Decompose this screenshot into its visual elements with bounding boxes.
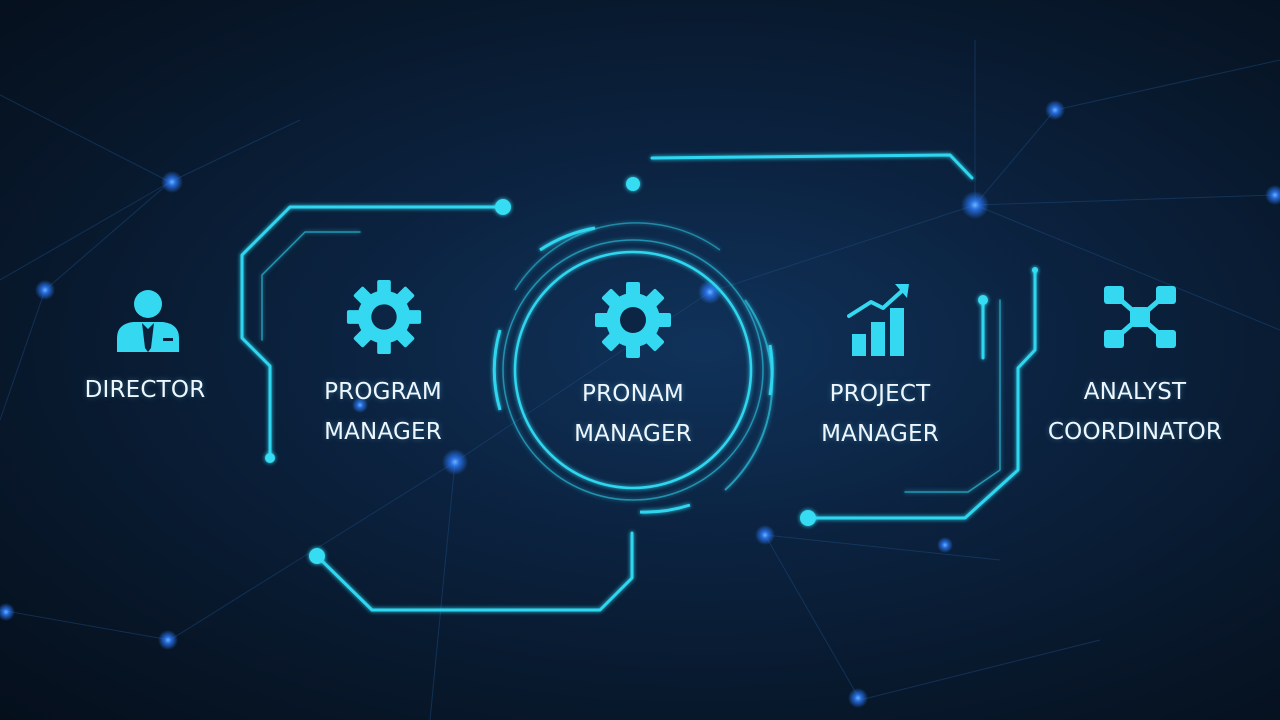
role-label-line: ANALYST bbox=[1083, 379, 1187, 405]
connector-lines bbox=[240, 153, 1037, 612]
role-node-analyst-coordinator: ANALYST COORDINATOR bbox=[1030, 372, 1240, 452]
central-rings bbox=[492, 222, 774, 514]
role-node-project-manager: PROJECT MANAGER bbox=[790, 374, 970, 454]
role-label-line: PROJECT bbox=[829, 381, 931, 407]
background-glow-dots bbox=[0, 100, 1280, 708]
role-label-line: PRONAM bbox=[582, 381, 684, 407]
connector-endpoints bbox=[265, 177, 1038, 564]
role-label-line: MANAGER bbox=[821, 421, 939, 447]
role-node-pronam-manager: PRONAM MANAGER bbox=[545, 374, 721, 454]
gear-icon bbox=[593, 280, 673, 360]
bar-chart-growth-icon bbox=[847, 282, 919, 358]
network-nodes-icon bbox=[1102, 284, 1178, 350]
role-node-director: DIRECTOR bbox=[60, 370, 230, 410]
role-label-line: MANAGER bbox=[324, 419, 442, 445]
role-label-line: COORDINATOR bbox=[1047, 419, 1223, 445]
role-label-line: DIRECTOR bbox=[84, 377, 206, 403]
role-node-program-manager: PROGRAM MANAGER bbox=[290, 372, 476, 452]
role-label-line: PROGRAM bbox=[324, 379, 442, 405]
gear-icon bbox=[345, 278, 423, 356]
person-icon bbox=[113, 288, 183, 354]
role-label-line: MANAGER bbox=[574, 421, 692, 447]
